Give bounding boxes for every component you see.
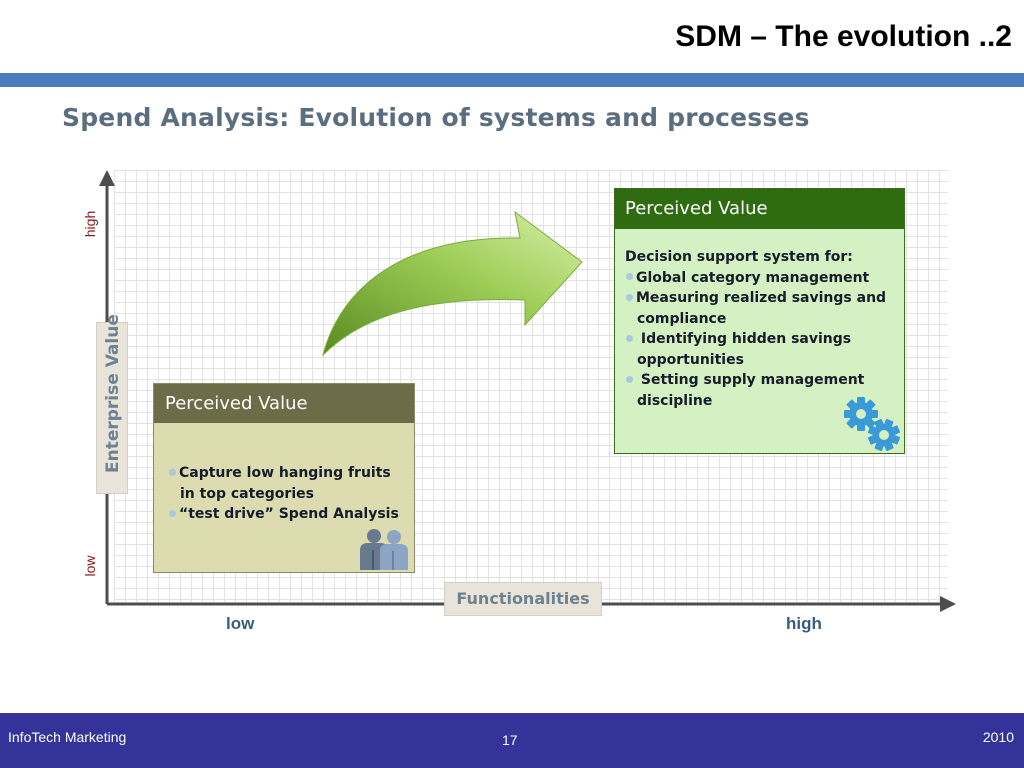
title-bar [0, 73, 1024, 87]
left-bullet-1: Capture low hanging fruits [168, 463, 404, 484]
left-box-heading: Perceived Value [154, 384, 414, 423]
right-bullet-4: Setting supply management [625, 370, 896, 391]
footer-year: 2010 [982, 729, 1014, 745]
right-bullet-2-cont: compliance [637, 310, 727, 327]
y-axis-title-box: Enterprise Value [96, 314, 128, 494]
footer-company: InfoTech Marketing [8, 729, 127, 745]
footer-page-number: 17 [502, 732, 518, 748]
x-axis-high-label: high [786, 614, 822, 633]
left-perceived-value-box: Perceived Value Capture low hanging frui… [153, 383, 415, 573]
bullet-dot-icon [626, 375, 633, 383]
bullet-dot-icon [626, 293, 633, 301]
bullet-dot-icon [169, 509, 176, 517]
right-bullet-1: Global category management [625, 268, 896, 289]
y-axis-arrowhead [99, 170, 115, 186]
x-axis-arrowhead [940, 596, 956, 612]
y-axis-title: Enterprise Value [103, 314, 123, 473]
right-bullet-4-cont: discipline [637, 392, 713, 409]
gears-icon [844, 397, 901, 452]
right-bullet-3-cont: opportunities [637, 351, 744, 368]
x-axis-low-label: low [226, 614, 255, 633]
right-intro: Decision support system for: [625, 249, 853, 265]
bullet-dot-icon [169, 468, 176, 476]
right-box-heading: Perceived Value [615, 189, 904, 229]
right-bullet-3: Identifying hidden savings [625, 329, 896, 350]
slide-subtitle: Spend Analysis: Evolution of systems and… [62, 103, 810, 132]
bullet-dot-icon [626, 273, 633, 280]
left-box-body: Capture low hanging fruits in top catego… [154, 423, 414, 525]
slide-title: SDM – The evolution ..2 [675, 20, 1012, 53]
bullet-dot-icon [626, 334, 633, 342]
footer-bar: InfoTech Marketing 17 2010 [0, 713, 1024, 768]
evolution-arrow [322, 210, 583, 357]
right-box-body: Decision support system for: Global cate… [615, 229, 904, 411]
y-axis-high-label: high [82, 210, 98, 238]
left-bullet-1-cont: in top categories [180, 485, 314, 502]
x-axis-title-box: Functionalities [444, 582, 602, 616]
people-icon [360, 529, 408, 570]
left-bullet-2: “test drive” Spend Analysis [168, 504, 404, 525]
right-bullet-2: Measuring realized savings and [625, 288, 896, 309]
y-axis-low-label: low [82, 555, 98, 577]
